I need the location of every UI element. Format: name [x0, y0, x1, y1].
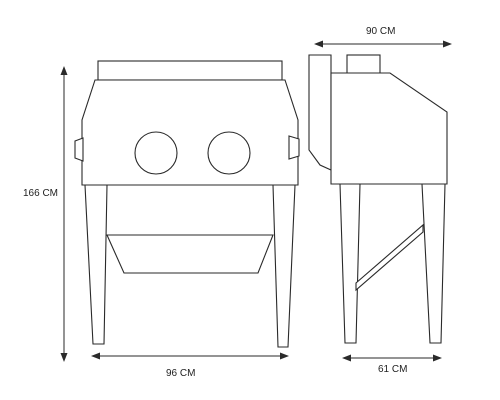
- dimension-side-legs: [342, 354, 442, 362]
- dimension-height: [60, 66, 68, 362]
- side-leg-dimension-label: 61 CM: [378, 364, 408, 375]
- side-top-box: [346, 54, 381, 76]
- front-left-leg: [84, 184, 108, 345]
- glove-port-right: [207, 131, 251, 175]
- glove-port-left: [134, 131, 178, 175]
- side-view: [308, 54, 448, 344]
- side-leg-brace: [355, 223, 424, 292]
- front-hopper: [106, 234, 274, 274]
- height-dimension-label: 166 CM: [23, 188, 59, 199]
- side-front-leg: [421, 183, 446, 344]
- front-view: [74, 60, 300, 348]
- side-back-panel: [308, 54, 332, 171]
- dimension-side-top: [314, 40, 452, 48]
- front-right-leg: [272, 184, 296, 348]
- front-right-handle: [288, 135, 300, 160]
- front-left-handle: [74, 137, 84, 162]
- front-cabinet-body: [81, 79, 299, 186]
- side-cabinet-body: [330, 72, 448, 185]
- side-back-leg: [339, 183, 361, 344]
- front-top-lid: [97, 60, 283, 81]
- side-top-dimension-label: 90 CM: [366, 26, 396, 37]
- dimension-front-width: [91, 352, 289, 360]
- front-width-dimension-label: 96 CM: [166, 368, 196, 379]
